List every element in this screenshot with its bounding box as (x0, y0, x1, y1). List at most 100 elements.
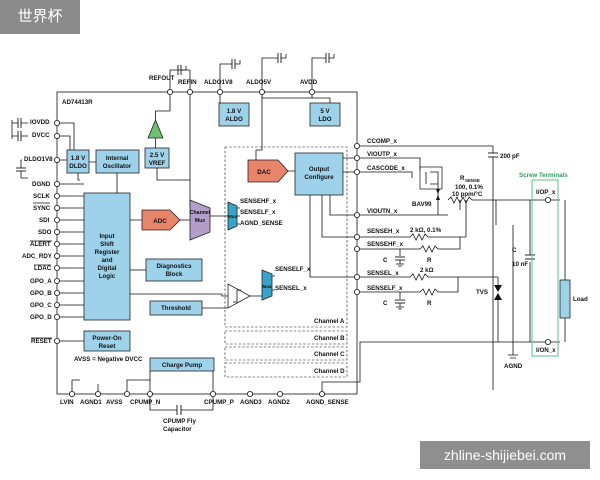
svg-text:DAC: DAC (257, 169, 271, 176)
pin-agnd1: AGND1 (80, 399, 102, 406)
svg-text:Digital: Digital (98, 265, 117, 272)
diode-top-icon (436, 189, 440, 194)
pin-sdi: SDI (39, 217, 50, 224)
channel-d-label: Channel D (314, 368, 345, 375)
charge-pump-block (149, 357, 215, 372)
pin-aldo5v: ALDO5V (246, 79, 272, 86)
tvs-icon (494, 285, 502, 300)
r-2k-label: 2 kΩ (420, 267, 434, 274)
rsense-spec-1: 100, 0.1% (455, 184, 483, 191)
tvs-label: TVS (476, 289, 488, 296)
svg-text:Channel: Channel (190, 210, 211, 216)
cload-value: 10 nF (512, 261, 528, 268)
mux-input-sensehf: SENSEHF_x (240, 198, 277, 205)
chip-name: AD74413R (62, 99, 93, 106)
pin-gpo-b: GPO_B (30, 290, 52, 297)
pin-gpo-d: GPO_D (30, 314, 52, 321)
svg-text:Shift: Shift (100, 241, 114, 248)
rsense-label: R (460, 175, 465, 182)
svg-text:and: and (101, 257, 112, 264)
pin-avdd: AVDD (300, 79, 318, 86)
svg-text:Logic: Logic (99, 273, 116, 280)
pin-sensehf: SENSEHF_x (367, 241, 404, 248)
cpump-cap-label-1: CPUMP Fly (163, 418, 196, 425)
pin-lvin: LVIN (60, 399, 74, 406)
watermark-top: 世界杯 (0, 0, 80, 34)
pin-sync: SYNC (33, 205, 51, 212)
pin-reset: RESET (31, 338, 52, 345)
svg-text:DLDO: DLDO (69, 163, 87, 170)
mosfet-icon (419, 166, 443, 190)
pin-aldo1v8: ALDO1V8 (204, 79, 233, 86)
pin-ldac: LDAC (34, 265, 52, 272)
load-block (559, 279, 571, 319)
svg-text:ADC: ADC (153, 218, 167, 225)
pin-dldo1v8: DLDO1V8 (24, 156, 53, 163)
right-pins: CCOMP_x VIOUTP_x CASCODE_x VIOUTN_x SENS… (353, 138, 405, 295)
pin-vioutn: VIOUTN_x (367, 208, 398, 215)
pin-senself: SENSELF_x (367, 285, 403, 292)
svg-text:Mux: Mux (228, 214, 238, 219)
svg-text:Diagnostics: Diagnostics (156, 263, 192, 270)
vref-buffer-icon (147, 118, 164, 139)
ldo5v-block (309, 102, 341, 127)
screw-terminals-label: Screw Terminals (519, 172, 568, 179)
iop-label: I/OP_x (536, 189, 556, 196)
interface-block (83, 192, 131, 321)
comparator-icon (227, 283, 251, 309)
pin-gpo-a: GPO_A (30, 278, 52, 285)
cload-label: C (512, 247, 517, 254)
r-2k-icon (360, 273, 498, 281)
svg-text:LDO: LDO (318, 116, 331, 123)
pin-dgnd: DGND (32, 181, 51, 188)
iop-terminal (545, 196, 552, 203)
agnd-label: AGND (504, 363, 523, 370)
pin-vioutp: VIOUTP_x (367, 151, 397, 158)
pin-adc-rdy: ADC_RDY (22, 253, 53, 260)
r-2k-precision-label: 2 kΩ, 0.1% (410, 227, 442, 234)
bav99-label: BAV99 (412, 201, 432, 208)
svg-text:1.8 V: 1.8 V (227, 108, 242, 115)
comparator-input-senself: SENSELF_x (275, 266, 311, 273)
r-2k-precision-icon (360, 233, 466, 241)
svg-text:Register: Register (95, 249, 120, 256)
svg-text:Reset: Reset (99, 343, 116, 350)
output-config-block (294, 152, 344, 196)
diode-bottom-icon (436, 195, 440, 200)
rsense-spec-2: 10 ppm/°C (452, 191, 483, 198)
pin-cpump-n: CPUMP_N (130, 399, 161, 406)
pin-agnd2: AGND2 (268, 399, 290, 406)
pin-refin: REFIN (178, 79, 197, 86)
pin-sensel: SENSEL_x (367, 270, 399, 277)
pin-dvcc: DVCC (32, 132, 50, 139)
channel-b-label: Channel B (314, 335, 345, 342)
channel-mux-block (189, 199, 211, 241)
svg-text:Block: Block (166, 271, 183, 278)
mux-input-senself: SENSELF_x (240, 209, 276, 216)
cpump-cap-label-2: Capacitor (163, 426, 192, 433)
svg-text:Charge Pump: Charge Pump (162, 362, 202, 369)
pin-agnd-sense: AGND_SENSE (306, 399, 349, 406)
svg-text:Input: Input (99, 233, 114, 240)
channel-boxes: Channel A Channel B Channel C Channel D (224, 146, 348, 378)
comparator-input-sensel: SENSEL_x (275, 285, 307, 292)
dac-block (247, 159, 289, 183)
channel-c-label: Channel C (314, 351, 345, 358)
svg-text:Output: Output (309, 166, 329, 173)
pin-agnd3: AGND3 (240, 399, 262, 406)
pin-refout: REFOUT (149, 75, 175, 82)
channel-a-label: Channel A (314, 318, 345, 325)
pin-sdo: SDO (38, 229, 52, 236)
svg-text:ALDO: ALDO (225, 116, 243, 123)
pin-cpump-p: CPUMP_P (204, 399, 234, 406)
watermark-bottom: zhline-shijiebei.com (420, 441, 590, 469)
mux-input-agnd-sense: AGND_SENSE (240, 220, 283, 227)
oscillator-block (95, 149, 140, 174)
pin-iovdd: IOVDD (30, 119, 50, 126)
bottom-pins: LVIN AGND1 AVSS CPUMP_N CPUMP_P AGND3 AG… (60, 390, 349, 406)
mux-block (227, 201, 238, 231)
ion-label: I/ON_x (536, 347, 556, 354)
pin-sclk: SCLK (33, 193, 50, 200)
svg-text:Power-On: Power-On (92, 335, 121, 342)
